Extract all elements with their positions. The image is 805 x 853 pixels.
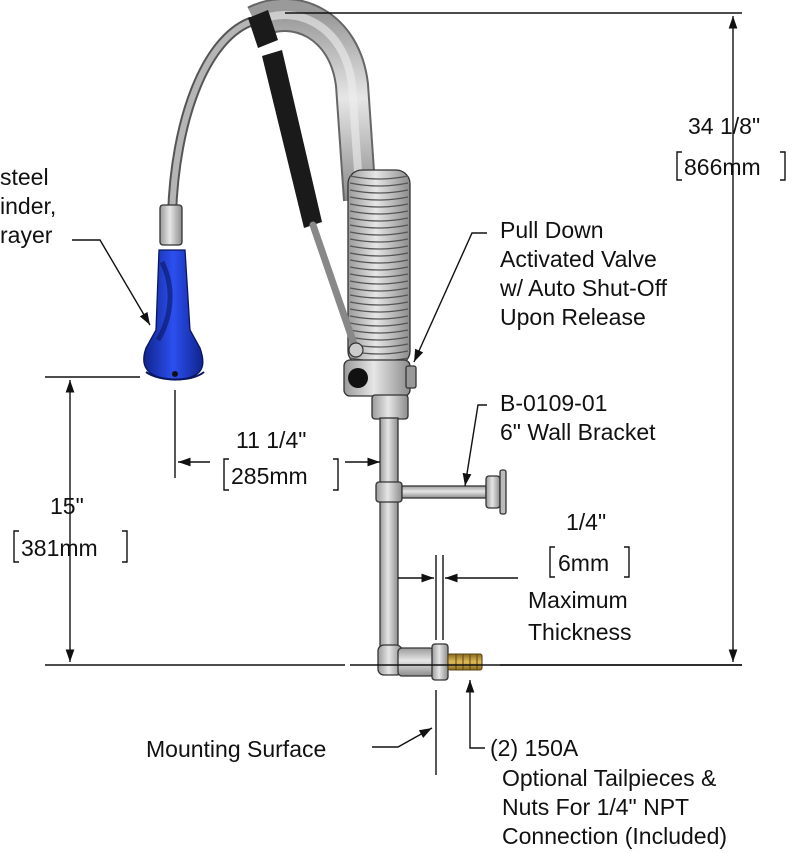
spring-coil-ring <box>349 329 409 334</box>
faucet-illustration <box>143 0 507 681</box>
spring-coil-ring <box>349 203 409 208</box>
spring-coil-ring <box>349 182 409 187</box>
spring-coil-ring <box>349 196 409 201</box>
height-mm: 866mm <box>684 154 761 180</box>
valve-label-line3: w/ Auto Shut-Off <box>499 275 668 301</box>
spray-label-line3: rayer <box>0 222 53 248</box>
spring-coil-ring <box>349 175 409 180</box>
spring-coil-ring <box>349 301 409 306</box>
spring-coil-ring <box>349 245 409 250</box>
spring-coil-ring <box>349 287 409 292</box>
spring-coil-ring <box>349 280 409 285</box>
thickness-label-line2: Thickness <box>528 619 632 645</box>
spring-coil-ring <box>349 315 409 320</box>
valve-label-line2: Activated Valve <box>500 246 657 272</box>
spring-coil <box>347 169 411 366</box>
dimension-lines <box>13 12 786 775</box>
spring-coil-ring <box>349 322 409 327</box>
spring-coil-ring <box>349 238 409 243</box>
tailpiece-label-line3: Nuts For 1/4" NPT <box>502 794 689 820</box>
inlet-fitting <box>397 647 435 677</box>
pull-handle-rod <box>309 221 360 354</box>
reach-inches: 11 1/4" <box>236 427 306 453</box>
reach-mm: 285mm <box>231 463 308 489</box>
spray-valve <box>143 204 205 381</box>
wall-bracket-flange <box>485 475 501 509</box>
valve-label-line4: Upon Release <box>500 304 646 330</box>
spray-height-inches: 15" <box>50 493 84 519</box>
bracket-label-line2: 6" Wall Bracket <box>500 419 656 445</box>
spring-coil-ring <box>349 266 409 271</box>
spring-coil-ring <box>349 259 409 264</box>
tailpiece-label-line4: Connection (Included) <box>502 823 727 849</box>
spring-coil-ring <box>349 189 409 194</box>
riser-pipe <box>379 417 399 649</box>
pull-handle-grip <box>262 50 322 228</box>
bracket-label-line1: B-0109-01 <box>500 390 607 416</box>
spring-coil-ring <box>349 224 409 229</box>
spring-coil-ring <box>349 231 409 236</box>
spray-label-line2: inder, <box>0 193 56 219</box>
spray-label-line1: steel <box>0 164 49 190</box>
thickness-label-line1: Maximum <box>528 587 628 613</box>
valve-label-line1: Pull Down <box>500 217 604 243</box>
spring-coil-ring <box>349 273 409 278</box>
tailpiece-label-line2: Optional Tailpieces & <box>502 765 716 791</box>
spring-coil-ring <box>349 210 409 215</box>
thickness-mm: 6mm <box>558 550 609 576</box>
tailpiece-label-line1: (2) 150A <box>490 735 579 761</box>
spray-height-mm: 381mm <box>21 535 98 561</box>
spring-coil-ring <box>349 294 409 299</box>
valve-knob <box>348 368 368 388</box>
spring-coil-ring <box>349 308 409 313</box>
spring-coil-ring <box>349 252 409 257</box>
wall-bracket-arm <box>401 485 487 499</box>
grip-sleeve <box>248 10 278 48</box>
thickness-inches: 1/4" <box>566 509 606 535</box>
spring-coil-ring <box>349 217 409 222</box>
labels: steel inder, rayer 34 1/8" 866mm Pull Do… <box>0 113 761 849</box>
mounting-surface-label: Mounting Surface <box>146 736 326 762</box>
height-inches: 34 1/8" <box>688 113 760 139</box>
